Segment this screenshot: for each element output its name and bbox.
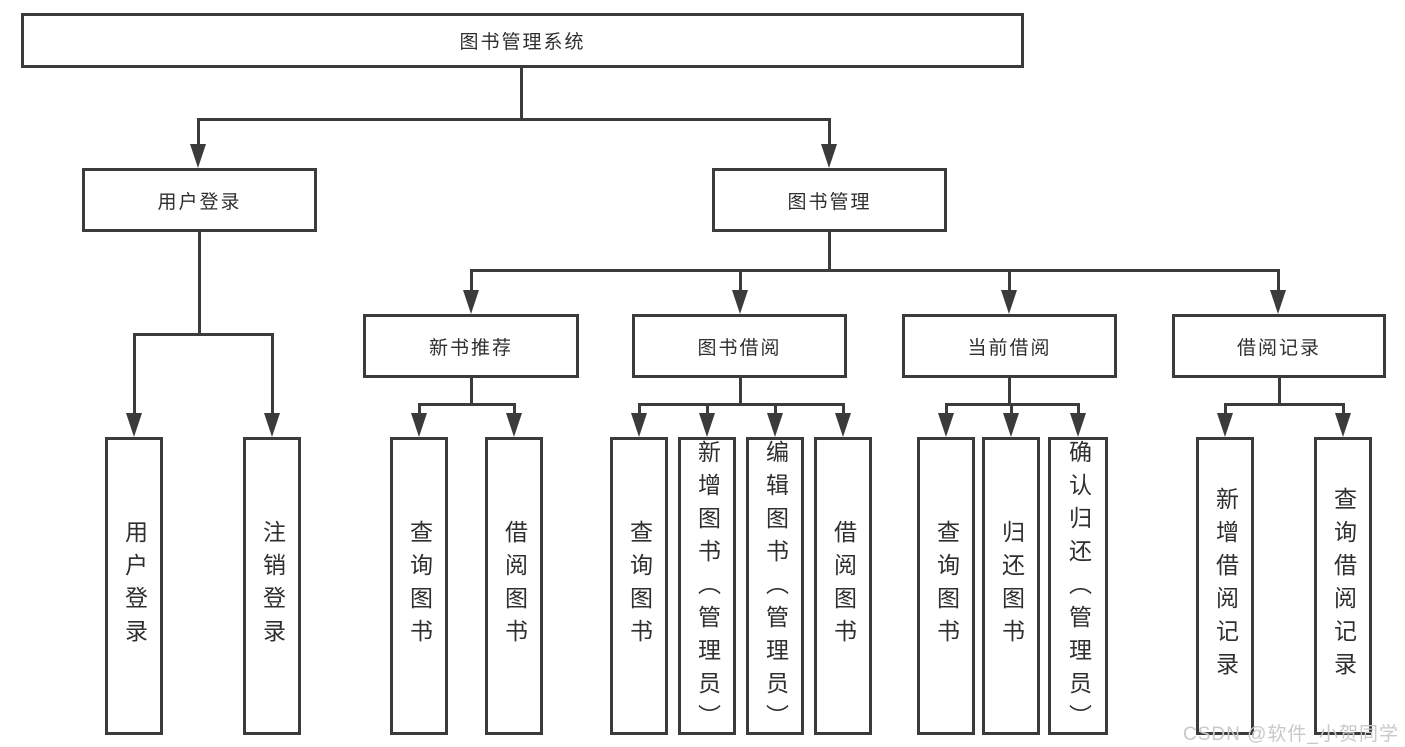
node-user-login-label: 用户登录: [157, 191, 242, 213]
connector-line: [1224, 403, 1227, 416]
arrowhead-down-icon: [1003, 413, 1019, 437]
node-root-label: 图书管理系统: [459, 32, 586, 53]
node-borrow-records: 借阅记录: [1172, 314, 1386, 378]
leaf-edit-books-admin: 编辑图书（管理员）: [746, 437, 804, 737]
connector-line: [774, 403, 777, 416]
leaf-add-books-admin-label: 新增图书（管理员）: [694, 440, 721, 737]
connector-line: [739, 378, 742, 406]
connector-line: [513, 403, 516, 416]
arrowhead-down-icon: [699, 413, 715, 437]
arrowhead-down-icon: [938, 413, 954, 437]
node-book-management: 图书管理: [712, 168, 947, 232]
watermark: CSDN @软件_小贺同学: [1183, 724, 1399, 745]
node-current-borrow: 当前借阅: [902, 314, 1117, 378]
arrowhead-down-icon: [1001, 290, 1017, 314]
node-borrow-records-label: 借阅记录: [1236, 337, 1321, 359]
connector-line: [470, 269, 1280, 272]
arrowhead-down-icon: [821, 144, 837, 168]
connector-line: [1278, 378, 1281, 406]
connector-line: [739, 269, 742, 292]
connector-line: [706, 403, 709, 416]
leaf-add-borrow-record-label: 新增借阅记录: [1212, 487, 1239, 685]
leaf-logout-login: 注销登录: [243, 437, 301, 735]
leaf-query-books-2-label: 查询图书: [626, 520, 653, 652]
leaf-borrow-books-1: 借阅图书: [485, 437, 543, 735]
leaf-query-books-1: 查询图书: [390, 437, 448, 735]
leaf-return-books-label: 归还图书: [998, 520, 1025, 652]
node-root: 图书管理系统: [21, 13, 1024, 68]
arrowhead-down-icon: [190, 144, 206, 168]
connector-line: [1008, 378, 1011, 406]
connector-line: [1277, 269, 1280, 292]
arrowhead-down-icon: [506, 413, 522, 437]
leaf-query-borrow-record-label: 查询借阅记录: [1330, 487, 1357, 685]
connector-line: [418, 403, 516, 406]
connector-line: [1077, 403, 1080, 416]
connector-line: [520, 68, 523, 121]
leaf-return-books: 归还图书: [982, 437, 1040, 735]
arrowhead-down-icon: [631, 413, 647, 437]
connector-line: [1008, 269, 1011, 292]
arrowhead-down-icon: [463, 290, 479, 314]
connector-line: [198, 232, 201, 336]
leaf-confirm-return-admin-label: 确认归还（管理员）: [1065, 440, 1092, 737]
arrowhead-down-icon: [1335, 413, 1351, 437]
arrowhead-down-icon: [732, 290, 748, 314]
connector-line: [828, 232, 831, 272]
leaf-borrow-books-1-label: 借阅图书: [501, 520, 528, 652]
leaf-query-books-3: 查询图书: [917, 437, 975, 735]
connector-line: [638, 403, 641, 416]
connector-line: [842, 403, 845, 416]
node-book-borrow-label: 图书借阅: [697, 337, 782, 359]
leaf-logout-login-label: 注销登录: [259, 520, 286, 652]
node-new-book-recommend-label: 新书推荐: [428, 337, 513, 359]
leaf-query-books-1-label: 查询图书: [406, 520, 433, 652]
arrowhead-down-icon: [264, 413, 280, 437]
connector-line: [133, 333, 274, 336]
leaf-borrow-books-2: 借阅图书: [814, 437, 872, 735]
connector-line: [638, 403, 845, 406]
connector-line: [271, 333, 274, 415]
connector-line: [1342, 403, 1345, 416]
connector-line: [470, 269, 473, 292]
leaf-query-books-3-label: 查询图书: [933, 520, 960, 652]
leaf-edit-books-admin-label: 编辑图书（管理员）: [762, 440, 789, 737]
leaf-borrow-books-2-label: 借阅图书: [830, 520, 857, 652]
node-new-book-recommend: 新书推荐: [363, 314, 579, 378]
connector-line: [133, 333, 136, 415]
connector-line: [828, 118, 831, 146]
connector-line: [945, 403, 948, 416]
leaf-query-borrow-record: 查询借阅记录: [1314, 437, 1372, 735]
node-book-management-label: 图书管理: [787, 191, 872, 213]
connector-line: [197, 118, 831, 121]
connector-line: [1010, 403, 1013, 416]
connector-line: [470, 378, 473, 406]
leaf-add-borrow-record: 新增借阅记录: [1196, 437, 1254, 735]
connector-line: [1224, 403, 1345, 406]
arrowhead-down-icon: [411, 413, 427, 437]
leaf-add-books-admin: 新增图书（管理员）: [678, 437, 736, 737]
node-book-borrow: 图书借阅: [632, 314, 847, 378]
leaf-user-login-label: 用户登录: [121, 520, 148, 652]
arrowhead-down-icon: [1070, 413, 1086, 437]
arrowhead-down-icon: [126, 413, 142, 437]
connector-line: [418, 403, 421, 416]
arrowhead-down-icon: [767, 413, 783, 437]
leaf-user-login: 用户登录: [105, 437, 163, 735]
arrowhead-down-icon: [1217, 413, 1233, 437]
node-user-login: 用户登录: [82, 168, 317, 232]
node-current-borrow-label: 当前借阅: [967, 337, 1052, 359]
leaf-confirm-return-admin: 确认归还（管理员）: [1048, 437, 1108, 737]
connector-line: [197, 118, 200, 146]
leaf-query-books-2: 查询图书: [610, 437, 668, 735]
arrowhead-down-icon: [1270, 290, 1286, 314]
arrowhead-down-icon: [835, 413, 851, 437]
